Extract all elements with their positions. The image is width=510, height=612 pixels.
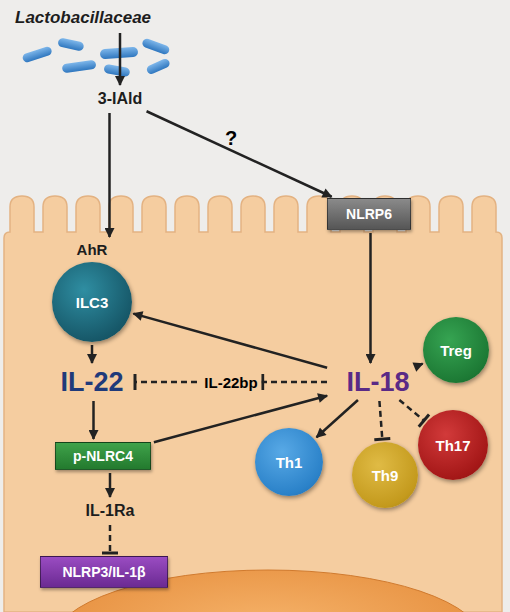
bacterium xyxy=(57,37,84,51)
cell-circle: Treg xyxy=(423,317,489,383)
cell-circle: AhR ILC3 xyxy=(50,240,134,344)
connector-line xyxy=(420,364,423,365)
node-text: IL-18 xyxy=(346,367,409,398)
cell-body: ILC3 xyxy=(52,262,132,342)
inhibition-connector xyxy=(102,525,118,553)
cytokine-label: IL-22 xyxy=(52,366,132,398)
node-text: ILC3 xyxy=(76,294,109,311)
arrow-connector xyxy=(92,345,93,363)
bacterium xyxy=(141,37,170,55)
node-text: Th17 xyxy=(435,437,470,454)
connector-line xyxy=(92,401,95,439)
bacterium xyxy=(100,47,139,60)
node-text: Th1 xyxy=(276,454,303,471)
arrow-connector xyxy=(110,473,111,497)
connector-line xyxy=(108,113,111,237)
edge-label: IL-22bp xyxy=(200,374,261,391)
inflammasome-box: NLRP6 xyxy=(327,198,411,230)
cell-circle: Th1 xyxy=(255,428,323,496)
inhibition-connector xyxy=(374,401,390,440)
cell-circle: Th17 xyxy=(418,410,488,480)
process-box: NLRP3/IL-1β xyxy=(40,556,168,588)
process-box: p-NLRC4 xyxy=(55,442,151,470)
cell-circle: Th9 xyxy=(352,442,418,508)
node-text: NLRP6 xyxy=(346,206,392,222)
inhibition-connector xyxy=(135,374,327,390)
arrow-connector xyxy=(147,111,332,196)
inhibition-bar xyxy=(374,439,390,440)
arrow-connector xyxy=(120,33,121,85)
arrow-connector xyxy=(93,401,94,439)
node-text: IL-1Ra xyxy=(86,502,135,520)
connector-line xyxy=(119,33,122,85)
connector-line xyxy=(369,233,372,363)
connector-line xyxy=(133,314,327,368)
connector-line xyxy=(147,111,332,196)
node-text: IL-22 xyxy=(60,367,123,398)
inhibition-bar xyxy=(134,374,137,390)
epithelial-cell xyxy=(4,196,502,612)
node-text: Treg xyxy=(440,342,472,359)
bacterium xyxy=(21,46,52,64)
node-text: Th9 xyxy=(372,467,399,484)
connector-line xyxy=(109,525,112,553)
connector-line xyxy=(91,345,94,363)
bacterium xyxy=(103,64,130,77)
bacteria-label: Lactobacillaceae xyxy=(15,6,175,30)
node-text: NLRP3/IL-1β xyxy=(62,564,145,580)
connector-line xyxy=(399,400,424,421)
molecule-label: IL-1Ra xyxy=(75,500,145,522)
arrow-connector xyxy=(133,314,327,368)
node-text: AhR xyxy=(77,240,108,260)
node-text: 3-IAld xyxy=(98,90,142,108)
edge-label: ? xyxy=(225,127,237,150)
node-text: p-NLRC4 xyxy=(73,448,133,464)
cytokine-label: IL-18 xyxy=(330,366,426,398)
inhibition-bar xyxy=(102,552,118,555)
arrow-connector xyxy=(370,233,371,363)
connector-line xyxy=(379,401,382,439)
connector-line xyxy=(317,400,358,437)
bacterium xyxy=(145,57,171,75)
metabolite-label: 3-IAld xyxy=(85,88,155,110)
bacterium xyxy=(62,60,97,74)
arrow-connector xyxy=(109,113,110,237)
arrow-connector xyxy=(420,364,423,365)
connector-line xyxy=(109,473,112,497)
arrow-connector xyxy=(317,400,358,437)
bacteria-rods xyxy=(21,37,170,77)
node-text: Lactobacillaceae xyxy=(15,8,151,28)
